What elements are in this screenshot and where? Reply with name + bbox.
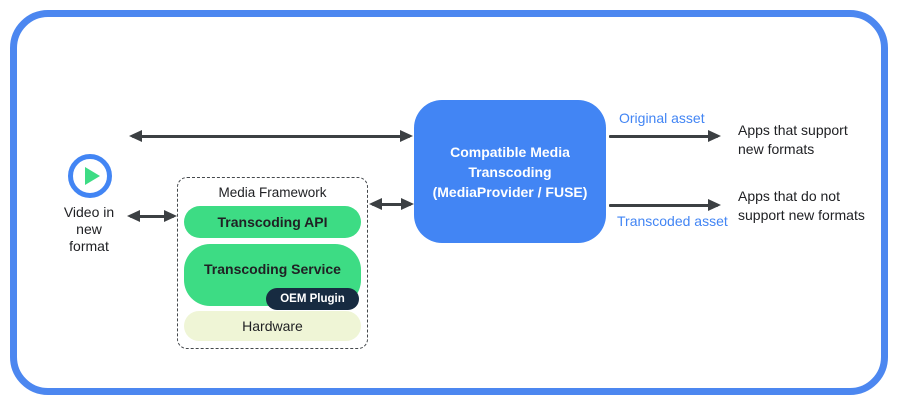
play-icon	[68, 154, 112, 198]
arrowhead-left-icon	[369, 197, 382, 210]
media-framework-title: Media Framework	[218, 185, 327, 200]
arrowhead-right-icon	[708, 198, 721, 211]
compatible-media-transcoding-box: Compatible Media Transcoding (MediaProvi…	[414, 100, 606, 243]
arrowhead-right-icon	[401, 197, 414, 210]
transcoded-asset-label: Transcoded asset	[617, 213, 728, 229]
oem-plugin-pill: OEM Plugin	[266, 288, 359, 310]
outer-rounded-border	[10, 10, 888, 395]
arrowhead-right-icon	[164, 209, 177, 222]
original-asset-label: Original asset	[619, 110, 705, 126]
arrow-shaft	[132, 135, 410, 138]
arrow-shaft	[609, 135, 718, 138]
hardware-pill: Hardware	[184, 311, 361, 341]
transcoding-api-pill: Transcoding API	[184, 206, 361, 238]
play-triangle-icon	[84, 167, 100, 185]
arrow-shaft	[609, 204, 718, 207]
apps-support-label: Apps that support new formats	[738, 122, 848, 157]
video-source-label: Video in new format	[63, 204, 115, 254]
arrowhead-right-icon	[400, 129, 413, 142]
arrowhead-left-icon	[129, 129, 142, 142]
media-framework-box: Media Framework Transcoding API Transcod…	[177, 177, 368, 349]
arrow-shaft	[372, 203, 411, 206]
apps-no-support-label: Apps that do not support new formats	[738, 188, 865, 223]
arrowhead-right-icon	[708, 129, 721, 142]
arrowhead-left-icon	[127, 209, 140, 222]
arrow-shaft	[130, 215, 174, 218]
